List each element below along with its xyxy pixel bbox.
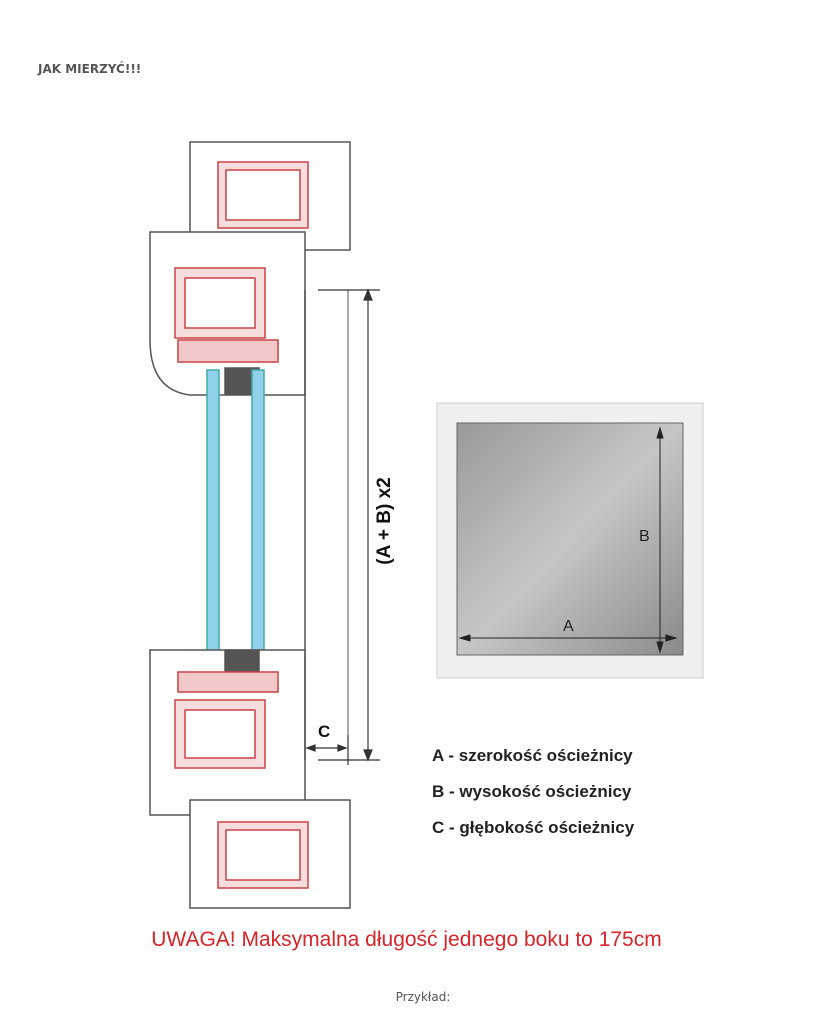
legend-item: C - głębokość ościeżnicy (432, 818, 635, 837)
legend: A - szerokość ościeżnicy B - wysokość oś… (432, 738, 634, 846)
dimension-line (305, 288, 380, 765)
window-illustration (436, 402, 704, 679)
depth-label: C (318, 722, 331, 741)
example-label: Przykład: (395, 990, 451, 1004)
legend-item: A - szerokość ościeżnicy (432, 746, 633, 765)
dimension-label: (A + B) x2 (374, 477, 395, 565)
page-title: JAK MIERZYĆ!!! (38, 62, 142, 76)
height-label: B (639, 528, 650, 545)
width-label: A (563, 618, 574, 635)
frame-profile-cross-section (149, 141, 351, 909)
legend-item: B - wysokość ościeżnicy (432, 782, 632, 801)
warning-text: UWAGA! Maksymalna długość jednego boku t… (151, 928, 662, 951)
